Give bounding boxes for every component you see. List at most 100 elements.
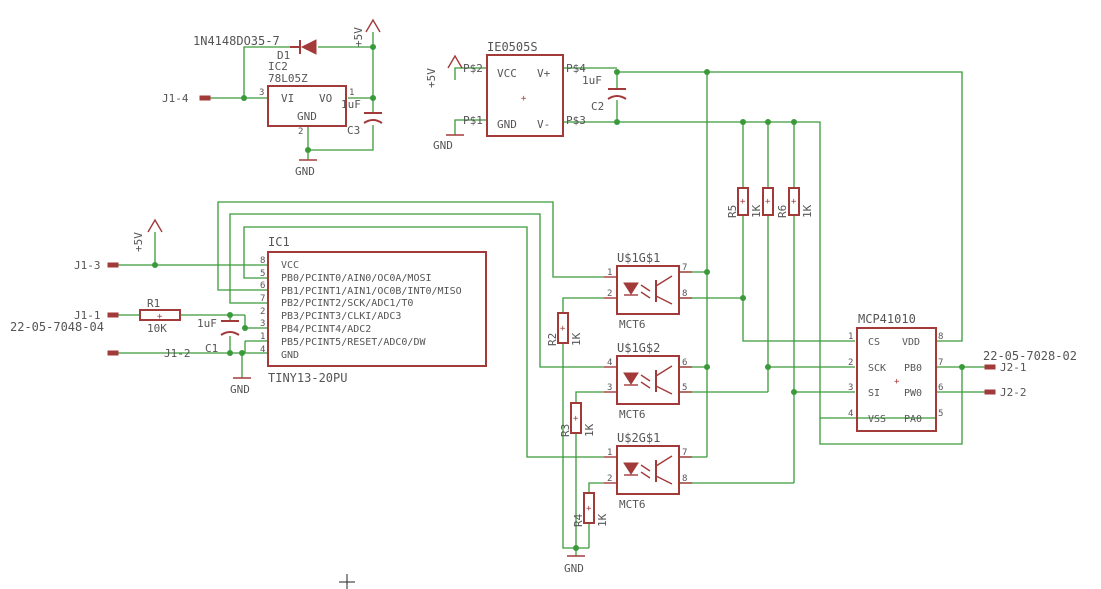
digipot-mcp41010[interactable]: CS SCK SI VSS VDD PB0 PW0 PA0 + 1 2 3 4 … bbox=[848, 327, 943, 432]
ps4-label: P$4 bbox=[566, 62, 586, 75]
connector-j2-2[interactable] bbox=[984, 389, 996, 395]
ic2-gnd-pin: GND bbox=[297, 110, 317, 123]
mcp-cs-pin: CS bbox=[868, 337, 880, 348]
resistor-r4[interactable]: + bbox=[583, 492, 595, 524]
j1-connector-part: 22-05-7048-04 bbox=[10, 320, 104, 334]
mcp-pin-num: 2 bbox=[848, 358, 853, 368]
u1-part: MCT6 bbox=[619, 318, 646, 331]
regulator-ic2[interactable]: VI VO GND 3 1 2 bbox=[259, 85, 354, 137]
ic1-pb4-pin: PB4/PCINT4/ADC2 bbox=[281, 324, 371, 335]
cursor-crosshair-icon bbox=[339, 574, 355, 589]
ps3-label: P$3 bbox=[566, 114, 586, 127]
c3-label: C3 bbox=[347, 124, 360, 137]
c1-value: 1uF bbox=[197, 317, 217, 330]
r3-value: 1K bbox=[583, 423, 596, 437]
r7-value: 1K bbox=[801, 204, 814, 218]
resistor-r3[interactable]: + bbox=[570, 402, 582, 434]
ic1-pin-num: 1 bbox=[260, 332, 265, 342]
ic1-pin-num: 3 bbox=[260, 319, 265, 329]
c2-label: C2 bbox=[591, 100, 604, 113]
u3-part: MCT6 bbox=[619, 498, 646, 511]
ic1-pin-num: 4 bbox=[260, 345, 265, 355]
u2-pin-num: 5 bbox=[682, 383, 687, 393]
ic1-pb1-pin: PB1/PCINT1/AIN1/OC0B/INT0/MISO bbox=[281, 286, 462, 297]
gnd-label-opto: GND bbox=[564, 562, 584, 575]
capacitor-c2[interactable] bbox=[607, 88, 627, 100]
mcp-pin-num: 1 bbox=[848, 332, 853, 342]
c3-value: 1uF bbox=[341, 98, 361, 111]
mcp-pin-num: 3 bbox=[848, 383, 853, 393]
plus5v-label-ie: +5V bbox=[425, 68, 438, 88]
resistor-r6[interactable]: + bbox=[762, 187, 774, 216]
mcp-sck-pin: SCK bbox=[868, 363, 886, 374]
u3-pin-num: 8 bbox=[682, 474, 687, 484]
ic1-pb3-pin: PB3/PCINT3/CLKI/ADC3 bbox=[281, 311, 401, 322]
r1-value: 10K bbox=[147, 322, 167, 335]
r6-label: R6 bbox=[776, 205, 789, 218]
mcp-pin-num: 4 bbox=[848, 409, 853, 419]
u2-part: MCT6 bbox=[619, 408, 646, 421]
u1-pin-num: 8 bbox=[682, 289, 687, 299]
ic1-part-label: TINY13-20PU bbox=[268, 371, 347, 385]
capacitor-c1[interactable] bbox=[220, 320, 240, 336]
svg-text:+: + bbox=[765, 197, 771, 207]
connector-j1-3[interactable] bbox=[107, 262, 119, 268]
ic1-pin-num: 2 bbox=[260, 307, 265, 317]
connector-j2-1[interactable] bbox=[984, 364, 996, 370]
ic1-pb2-pin: PB2/PCINT2/SCK/ADC1/T0 bbox=[281, 298, 413, 309]
u3-pin-num: 2 bbox=[607, 474, 612, 484]
svg-text:+: + bbox=[740, 197, 746, 207]
diode-d1[interactable] bbox=[290, 39, 317, 55]
d1-part-label: 1N4148DO35-7 bbox=[193, 34, 280, 48]
connector-j1-4[interactable] bbox=[199, 95, 211, 101]
connector-j1-1[interactable] bbox=[107, 312, 119, 318]
mcp-pw0-pin: PW0 bbox=[904, 388, 922, 399]
resistor-r7[interactable]: + bbox=[788, 187, 800, 216]
converter-ie0505s[interactable]: VCC GND V+ V- + bbox=[486, 54, 564, 137]
u1-pin-num: 7 bbox=[682, 263, 687, 273]
optocoupler-u3[interactable]: 1 2 7 8 bbox=[604, 445, 692, 495]
c2-value: 1uF bbox=[582, 74, 602, 87]
connector-j1-2[interactable] bbox=[107, 350, 119, 356]
gnd-label-ic1: GND bbox=[230, 383, 250, 396]
svg-text:+: + bbox=[521, 94, 527, 104]
plus5v-symbol-reg bbox=[365, 18, 381, 33]
u1-pin-num: 1 bbox=[607, 268, 612, 278]
svg-text:+: + bbox=[894, 377, 900, 387]
j2-1-label: J2-1 bbox=[1000, 361, 1027, 374]
r4-value: 1K bbox=[596, 513, 609, 527]
capacitor-c3[interactable] bbox=[363, 112, 383, 124]
resistor-r1[interactable]: + bbox=[139, 309, 181, 322]
mcp-label: MCP41010 bbox=[858, 312, 916, 326]
ic1-vcc-pin: VCC bbox=[281, 260, 299, 271]
u3-pin-num: 1 bbox=[607, 448, 612, 458]
optocoupler-u2[interactable]: 4 3 6 5 bbox=[604, 355, 692, 405]
ie-vplus-pin: V+ bbox=[537, 67, 551, 80]
u1-label: U$1G$1 bbox=[617, 251, 660, 265]
d1-label: D1 bbox=[277, 49, 290, 62]
r4-label: R4 bbox=[572, 513, 585, 527]
resistor-r2[interactable]: + bbox=[557, 312, 569, 344]
svg-text:+: + bbox=[791, 197, 797, 207]
u1-pin-num: 2 bbox=[607, 289, 612, 299]
u2-pin-num: 4 bbox=[607, 358, 612, 368]
svg-text:+: + bbox=[573, 414, 579, 424]
ie0505s-label: IE0505S bbox=[487, 40, 538, 54]
mcp-vdd-pin: VDD bbox=[902, 337, 920, 348]
r1-label: R1 bbox=[147, 297, 160, 310]
ic1-pb0-pin: PB0/PCINT0/AIN0/OC0A/MOSI bbox=[281, 273, 432, 284]
j1-1-label: J1-1 bbox=[74, 309, 101, 322]
ic1-gnd-pin: GND bbox=[281, 350, 299, 361]
u2-pin-num: 6 bbox=[682, 358, 687, 368]
r5-value: 1K bbox=[750, 204, 763, 218]
ic2-pin-num: 3 bbox=[259, 88, 264, 98]
u3-label: U$2G$1 bbox=[617, 431, 660, 445]
mcp-pin-num: 6 bbox=[938, 383, 943, 393]
microcontroller-ic1[interactable]: VCC PB0/PCINT0/AIN0/OC0A/MOSI PB1/PCINT1… bbox=[260, 251, 487, 367]
j2-connector-part: 22-05-7028-02 bbox=[983, 349, 1077, 363]
resistor-r5[interactable]: + bbox=[737, 187, 749, 216]
ic1-pin-num: 8 bbox=[260, 256, 265, 266]
optocoupler-u1[interactable]: 1 2 7 8 bbox=[604, 263, 692, 315]
gnd-label-reg: GND bbox=[295, 165, 315, 178]
c1-label: C1 bbox=[205, 342, 218, 355]
